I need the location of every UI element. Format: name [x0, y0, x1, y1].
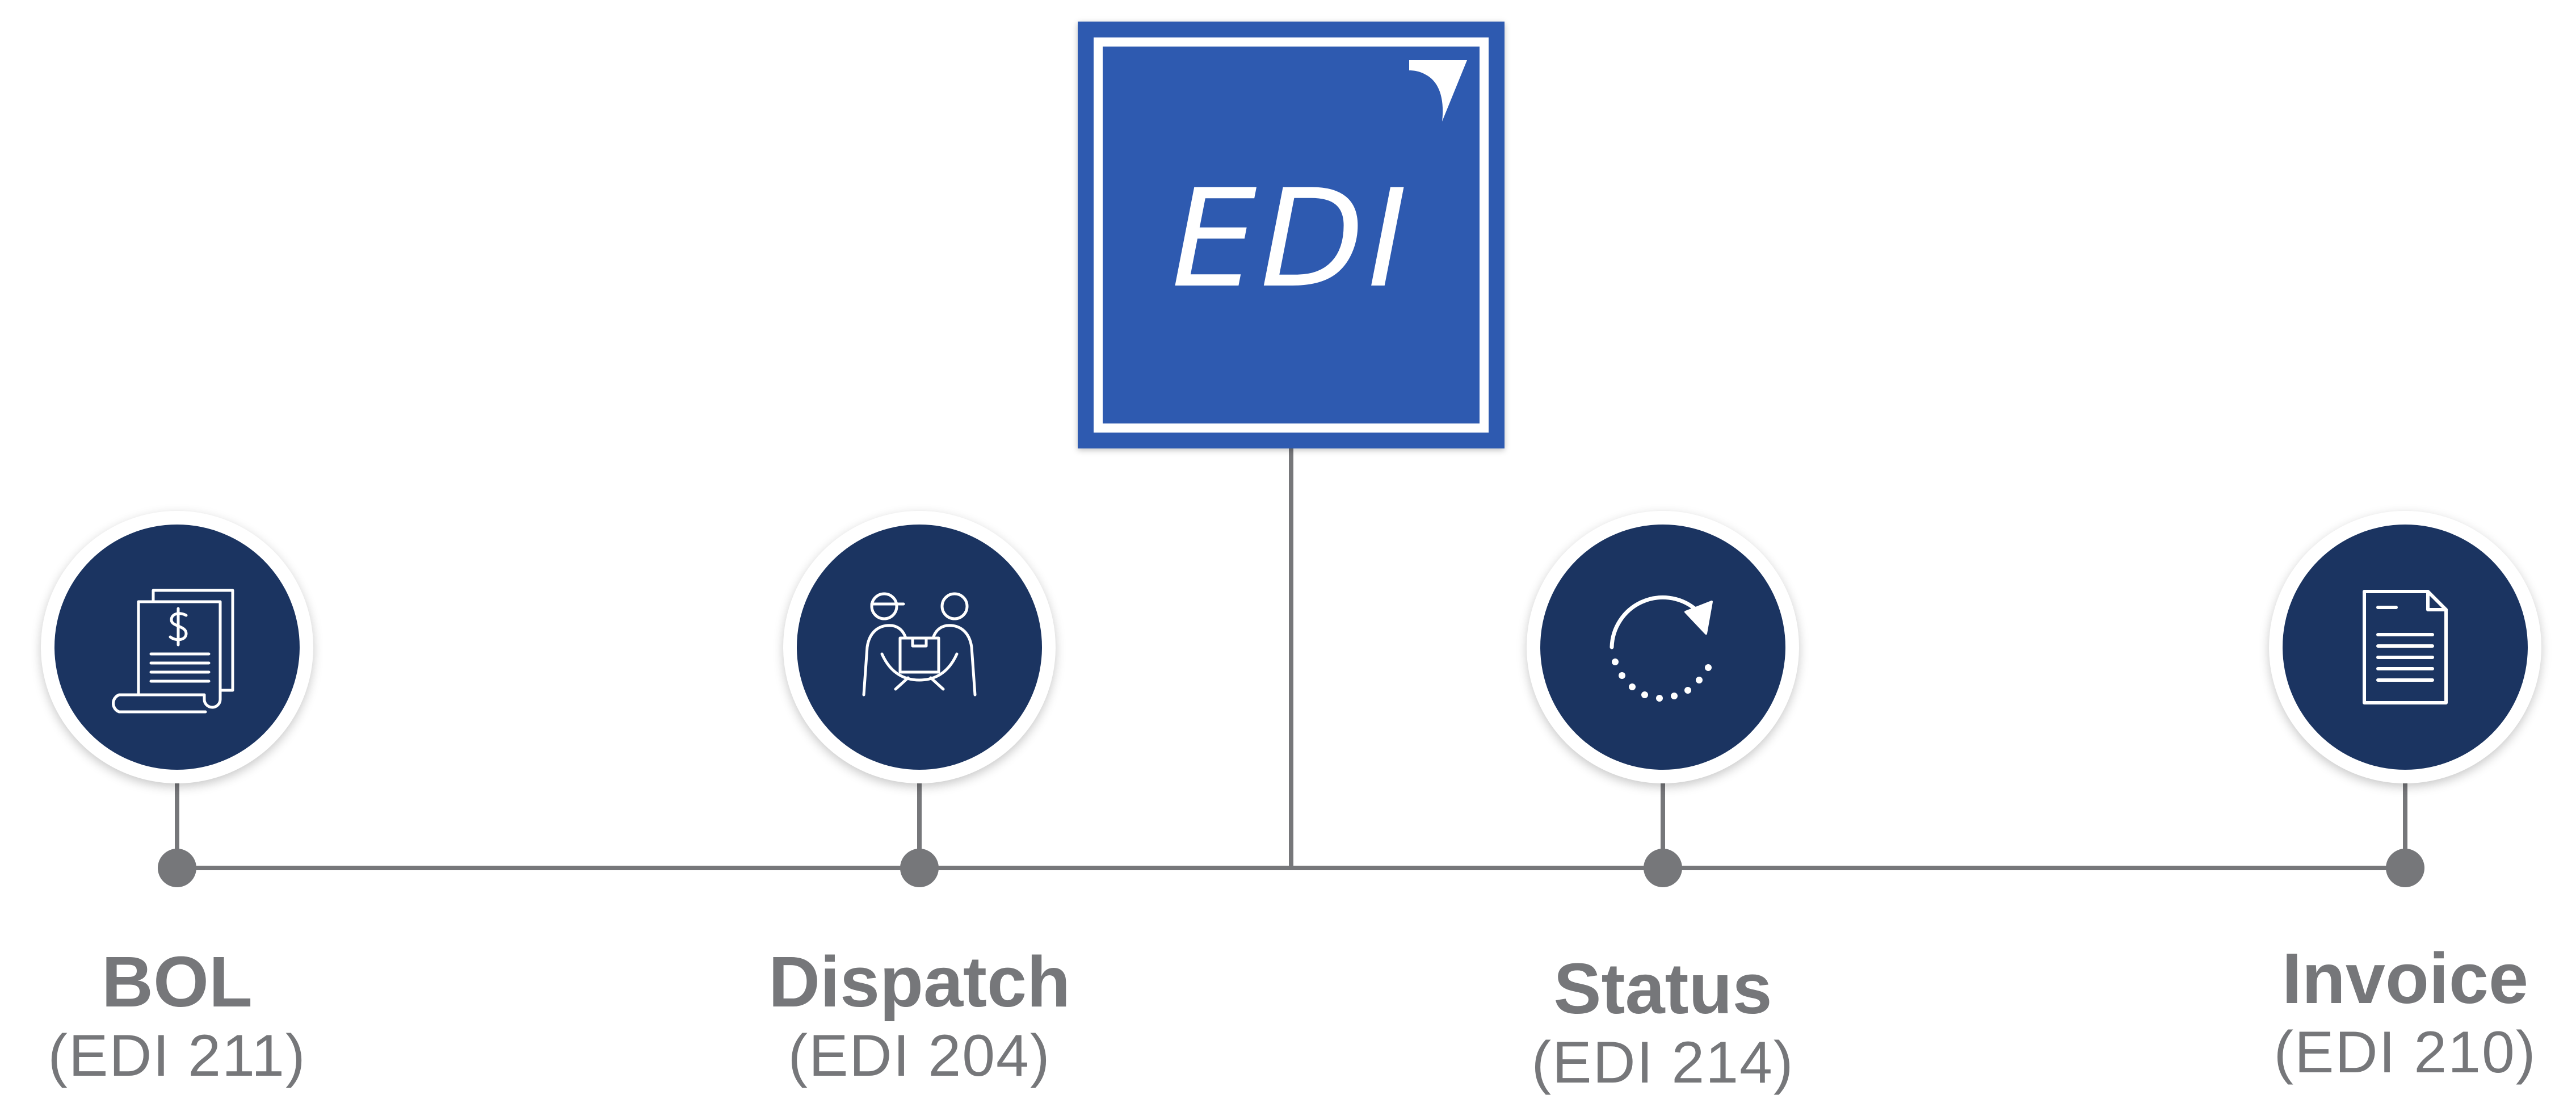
people-handoff-package-icon	[862, 592, 977, 697]
node-code: (EDI 210)	[2274, 1020, 2537, 1085]
label-dispatch: Dispatch (EDI 204)	[721, 942, 1118, 1090]
node-status	[1527, 511, 1799, 783]
node-code: (EDI 211)	[48, 1023, 306, 1089]
edi-hub-title: EDI	[1171, 161, 1411, 318]
refresh-cycle-icon	[1610, 595, 1713, 702]
node-title: Dispatch	[768, 942, 1071, 1022]
invoice-receipt-dollar-icon	[112, 589, 234, 714]
timeline-dot-status	[1644, 849, 1682, 887]
edi-hub-frame: EDI	[1094, 37, 1489, 433]
label-invoice: Invoice (EDI 210)	[2207, 939, 2576, 1087]
node-title: Status	[1553, 949, 1772, 1029]
timeline-dot-invoice	[2386, 849, 2424, 887]
node-code: (EDI 214)	[1531, 1030, 1795, 1096]
label-status: Status (EDI 214)	[1464, 949, 1861, 1097]
node-invoice	[2269, 511, 2541, 783]
node-bol	[41, 511, 313, 783]
node-title: Invoice	[2281, 938, 2529, 1018]
node-dispatch	[783, 511, 1056, 783]
timeline-dot-bol	[158, 849, 196, 887]
node-code: (EDI 204)	[788, 1023, 1051, 1089]
label-bol: BOL (EDI 211)	[0, 942, 376, 1090]
timeline-dot-dispatch	[900, 849, 939, 887]
document-icon	[2363, 590, 2448, 704]
node-title: BOL	[102, 942, 253, 1022]
edi-hub-box: EDI	[1078, 22, 1505, 448]
logo-mark-icon	[1409, 60, 1467, 121]
